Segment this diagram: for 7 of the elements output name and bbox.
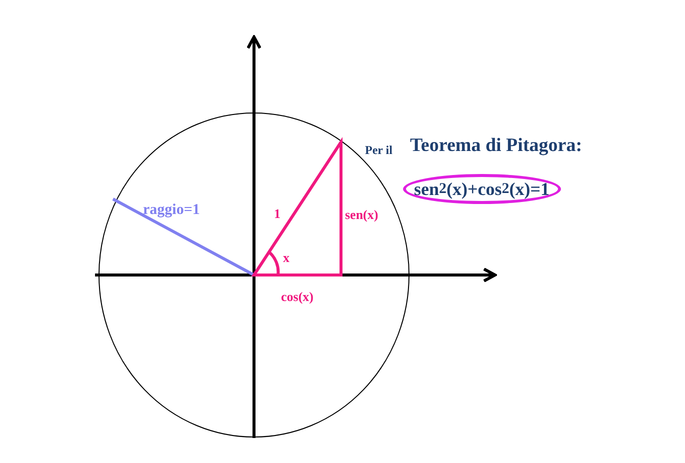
angle-label: x (283, 250, 290, 266)
radius-label: raggio=1 (143, 202, 200, 219)
heading-text: Teorema di Pitagora: (410, 135, 582, 157)
note-text: Per il (365, 143, 392, 158)
cosine-label: cos(x) (281, 289, 314, 305)
hypotenuse-label: 1 (274, 206, 280, 222)
sine-label: sen(x) (345, 207, 378, 223)
